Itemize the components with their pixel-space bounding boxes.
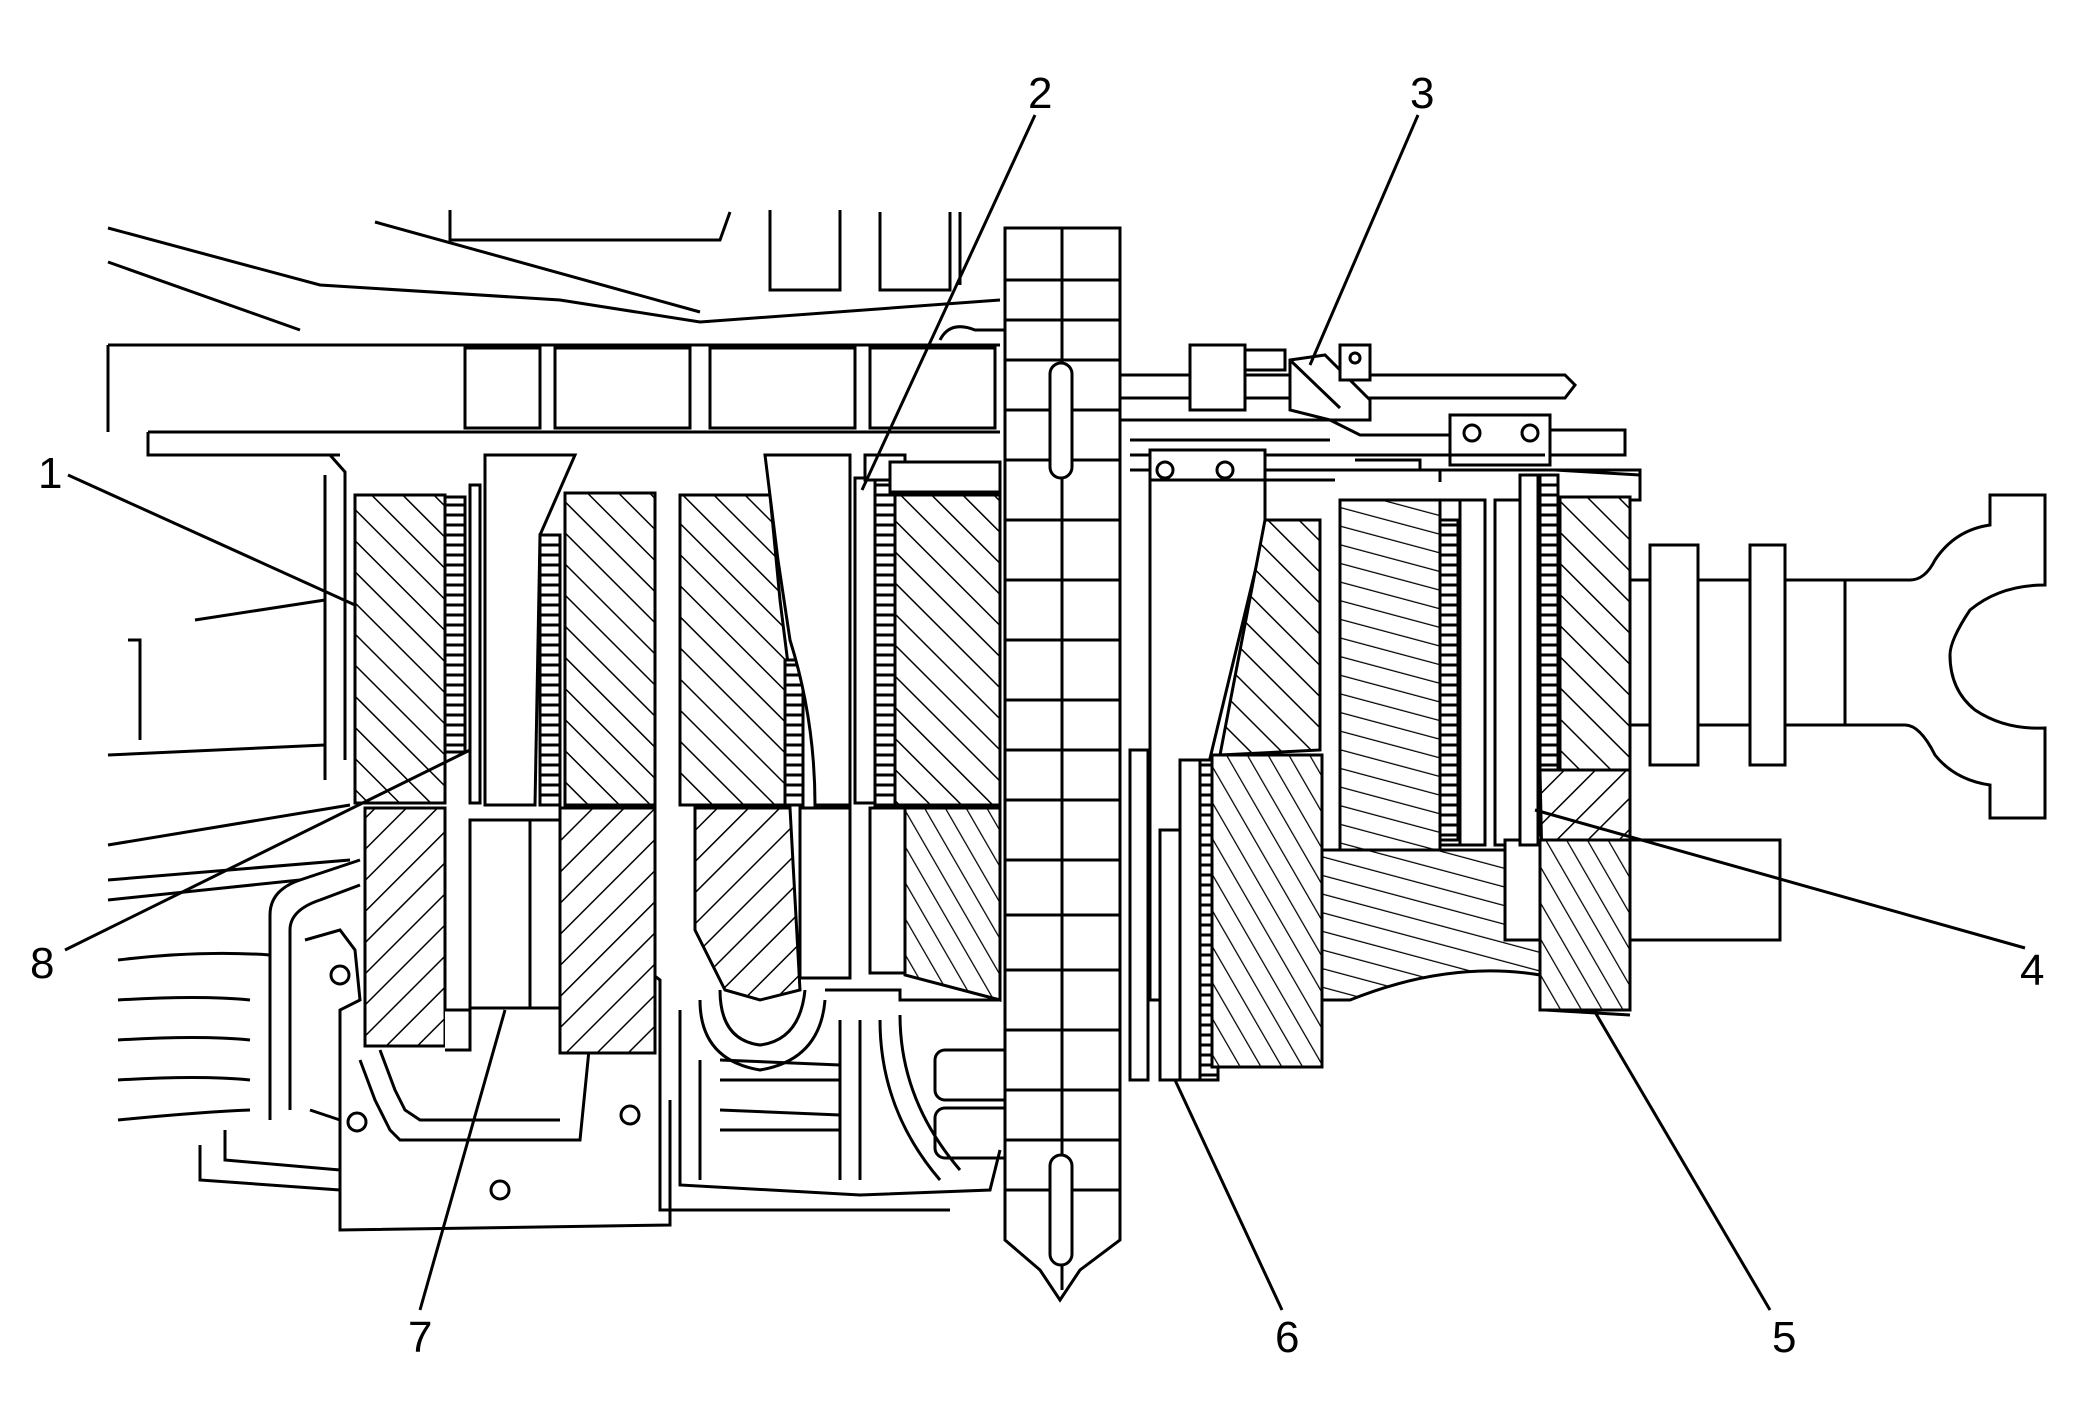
leader-4 [1534,808,2026,950]
leader-3 [1308,114,1420,366]
leader-8 [64,748,471,952]
center-housing-wall [938,226,1122,1303]
leader-2 [860,114,1037,491]
output-gear [1518,473,1632,1017]
callout-1: 1 [38,449,62,498]
callout-7: 7 [408,1313,432,1362]
upper-housing [106,210,1001,780]
callout-8: 8 [30,939,54,988]
left-gear-group [353,453,657,1055]
callout-labels: 1 2 3 4 5 6 7 8 [30,69,2044,1362]
callout-3: 3 [1410,69,1434,118]
middle-gear-group [678,453,1002,1002]
callout-5: 5 [1772,1313,1796,1362]
right-drum-group [1128,448,1782,1082]
left-housing [107,598,361,1192]
leader-6 [1173,1079,1284,1311]
leader-5 [1593,1011,1772,1311]
callout-2: 2 [1028,69,1052,118]
leader-7 [418,1009,507,1311]
output-shaft [1628,493,2047,820]
callout-6: 6 [1275,1313,1299,1362]
leader-1 [67,473,356,607]
callout-leaders [64,114,2026,1311]
callout-4: 4 [2020,946,2044,995]
